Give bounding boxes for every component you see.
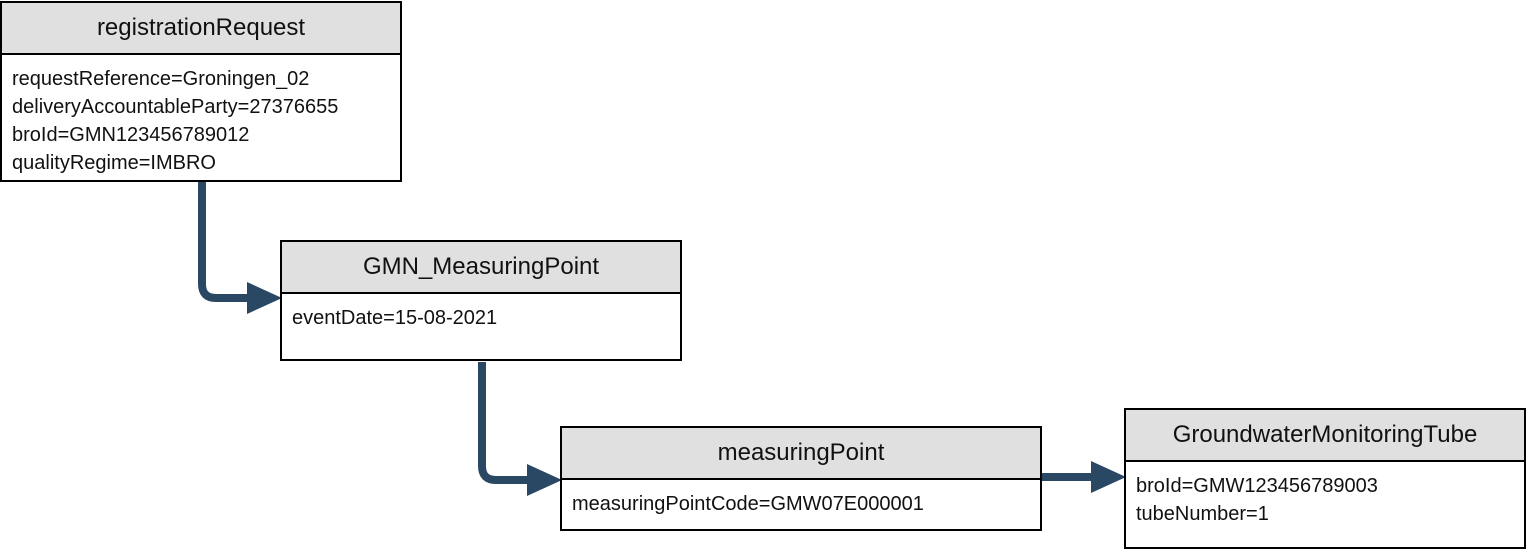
connector-registration-to-gmn bbox=[198, 182, 250, 302]
node-attributes: eventDate=15-08-2021 bbox=[282, 294, 680, 332]
attribute-line: broId=GMW123456789003 bbox=[1136, 475, 1378, 497]
attribute-line: eventDate=15-08-2021 bbox=[292, 307, 498, 329]
node-title: GMN_MeasuringPoint bbox=[282, 242, 680, 294]
node-attributes: measuringPointCode=GMW07E000001 bbox=[562, 480, 1040, 518]
attribute-line: broId=GMN123456789012 bbox=[12, 124, 250, 146]
attribute-line: measuringPointCode=GMW07E000001 bbox=[572, 493, 924, 515]
attribute-line: deliveryAccountableParty=27376655 bbox=[12, 96, 339, 118]
node-title: registrationRequest bbox=[2, 3, 400, 55]
node-attributes: requestReference=Groningen_02 deliveryAc… bbox=[2, 55, 400, 177]
node-attributes: broId=GMW123456789003 tubeNumber=1 bbox=[1126, 462, 1524, 528]
connector-gmn-to-measuring-point bbox=[478, 362, 530, 484]
arrowhead-icon bbox=[1091, 461, 1126, 493]
node-title: measuringPoint bbox=[562, 428, 1040, 480]
attribute-line: requestReference=Groningen_02 bbox=[12, 68, 310, 90]
node-groundwater-monitoring-tube[interactable]: GroundwaterMonitoringTube broId=GMW12345… bbox=[1124, 408, 1526, 549]
node-gmn-measuring-point[interactable]: GMN_MeasuringPoint eventDate=15-08-2021 bbox=[280, 240, 682, 361]
attribute-line: tubeNumber=1 bbox=[1136, 503, 1269, 525]
arrowhead-icon bbox=[527, 464, 562, 496]
arrowhead-icon bbox=[247, 282, 282, 314]
node-registration-request[interactable]: registrationRequest requestReference=Gro… bbox=[0, 1, 402, 182]
attribute-line: qualityRegime=IMBRO bbox=[12, 152, 216, 174]
node-measuring-point[interactable]: measuringPoint measuringPointCode=GMW07E… bbox=[560, 426, 1042, 531]
node-title: GroundwaterMonitoringTube bbox=[1126, 410, 1524, 462]
